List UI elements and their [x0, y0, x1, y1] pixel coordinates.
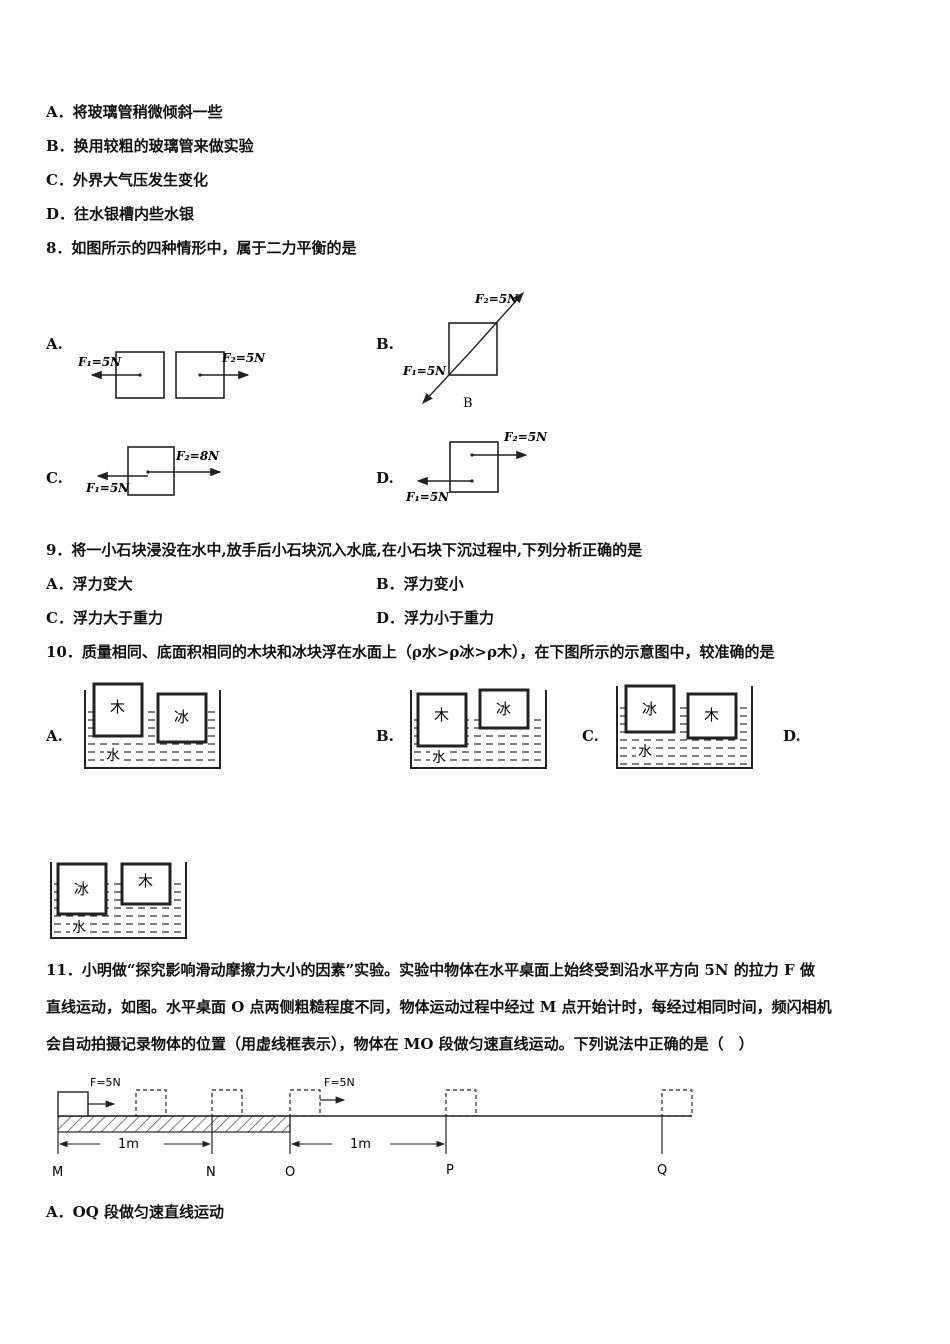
q8-label-b: B. [376, 335, 394, 353]
point-label-o: O [285, 1165, 295, 1180]
force-label-2: F=5N [324, 1076, 355, 1089]
force-f2-label: F₂=5N [503, 430, 548, 444]
ice-label: 冰 [74, 880, 89, 898]
ice-label: 冰 [642, 700, 657, 718]
water-label: 水 [638, 744, 652, 760]
wood-label: 木 [138, 872, 153, 890]
q8-label-d: D. [376, 469, 394, 487]
q8-figure-c: F₂=8N F₁=5N [85, 446, 222, 496]
q11-stem-line2: 直线运动，如图。水平桌面 O 点两侧粗糙程度不同，物体运动过程中经过 M 点开始… [46, 998, 832, 1016]
q9-option-d: D．浮力小于重力 [376, 609, 495, 627]
wood-label: 木 [434, 706, 449, 724]
q9-option-a: A．浮力变大 [46, 575, 133, 593]
dashed-position [135, 1089, 167, 1117]
wood-block [686, 692, 738, 740]
dashed-position [661, 1089, 693, 1117]
water-label: 水 [72, 920, 86, 936]
q10-label-d: D. [783, 727, 801, 745]
q11-stem-line1: 11．小明做“探究影响滑动摩擦力大小的因素”实验。实验中物体在水平桌面上始终受到… [46, 961, 815, 979]
block [448, 322, 498, 376]
block [449, 441, 499, 493]
q11-stem-line3: 会自动拍摄记录物体的位置（用虚线框表示），物体在 MO 段做匀速直线运动。下列说… [46, 1035, 754, 1053]
ice-block [56, 862, 108, 916]
q7-option-c: C．外界大气压发生变化 [46, 171, 208, 189]
q8-label-c: C. [46, 469, 63, 487]
water-label: 水 [432, 750, 446, 766]
ice-label: 冰 [496, 700, 511, 718]
force-f2-label: F₂=5N [221, 351, 266, 365]
force-f1-label: F₁=5N [405, 490, 450, 504]
ice-block [156, 692, 208, 744]
q8-figure-b: F₂=5N F₁=5N B [402, 291, 524, 410]
q9-option-c: C．浮力大于重力 [46, 609, 163, 627]
figure-caption: B [463, 396, 473, 410]
q9-option-b: B．浮力变小 [376, 575, 464, 593]
ice-label: 冰 [174, 708, 189, 726]
q7-option-b: B．换用较粗的玻璃管来做实验 [46, 137, 254, 155]
q10-figure-d: 冰 木 水 [50, 862, 187, 939]
force-label-1: F=5N [90, 1076, 121, 1089]
q10-stem: 10．质量相同、底面积相同的木块和冰块浮在水面上（ρ水>ρ冰>ρ木），在下图所示… [46, 643, 775, 661]
point-label-m: M [52, 1165, 63, 1180]
q8-stem: 8．如图所示的四种情形中，属于二力平衡的是 [46, 239, 357, 257]
q7-option-d: D．往水银槽内些水银 [46, 205, 195, 223]
force-f1-label: F₁=5N [85, 481, 130, 495]
q8-label-a: A. [46, 335, 63, 353]
q9-stem: 9．将一小石块浸没在水中,放手后小石块沉入水底,在小石块下沉过程中,下列分析正确… [46, 541, 643, 559]
q11-figure: F=5N F=5N 1m 1m M N O P Q [52, 1076, 693, 1180]
q7-option-a: A．将玻璃管稍微倾斜一些 [46, 103, 223, 121]
force-f1-arrow [422, 348, 474, 405]
ice-block [478, 688, 530, 730]
q10-label-c: C. [582, 727, 599, 745]
force-f1-label: F₁=5N [402, 364, 447, 378]
point-label-q: Q [657, 1163, 667, 1178]
object-block [57, 1091, 89, 1117]
q10-figure-a: 木 冰 水 [84, 682, 221, 769]
force-f2-arrow [472, 291, 524, 350]
dashed-position [445, 1089, 477, 1117]
distance-label-mn: 1m [118, 1137, 139, 1152]
q8-figure-a: F₁=5N F₂=5N [77, 351, 266, 399]
force-f2-label: F₂=5N [474, 292, 519, 306]
rough-section [57, 1115, 291, 1133]
force-f2-label: F₂=8N [175, 449, 220, 463]
water-label: 水 [106, 748, 120, 764]
wood-label: 木 [110, 698, 125, 716]
wood-label: 木 [704, 706, 719, 724]
ice-block [624, 684, 676, 734]
q10-figure-b: 木 冰 水 [410, 688, 547, 769]
point-label-n: N [206, 1165, 216, 1180]
wood-block [92, 682, 144, 738]
q8-figure-d: F₂=5N F₁=5N [405, 430, 548, 504]
wood-block [416, 692, 468, 748]
point-label-p: P [446, 1163, 454, 1178]
wood-block [120, 862, 172, 906]
dashed-position [289, 1089, 321, 1117]
block [127, 446, 175, 496]
force-f1-label: F₁=5N [77, 355, 122, 369]
q11-option-a: A．OQ 段做匀速直线运动 [46, 1203, 224, 1221]
q10-label-b: B. [376, 727, 394, 745]
q10-label-a: A. [46, 727, 63, 745]
dashed-position [211, 1089, 243, 1117]
q10-figure-c: 冰 木 水 [616, 684, 753, 769]
distance-label-op: 1m [350, 1137, 371, 1152]
